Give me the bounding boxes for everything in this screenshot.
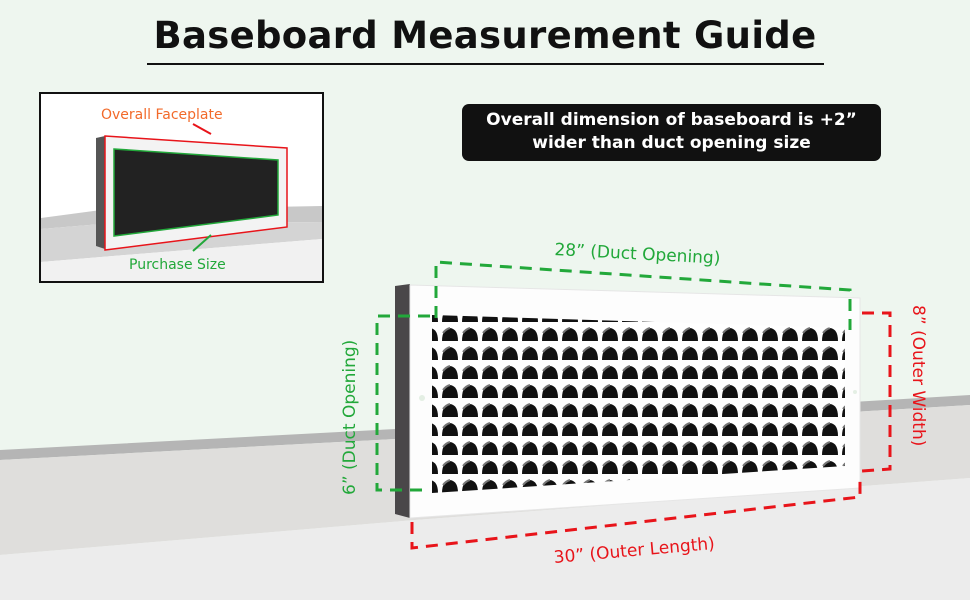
inset-diagram: Overall Faceplate Purchase Size: [39, 92, 324, 283]
note-line-2: wider than duct opening size: [532, 133, 811, 153]
inset-illustration: [41, 123, 322, 281]
note-line-1: Overall dimension of baseboard is +2”: [486, 110, 857, 130]
title-underline: [147, 63, 824, 65]
overall-faceplate-label: Overall Faceplate: [101, 107, 223, 123]
outer-width-label: 8” (Outer Width): [908, 305, 928, 447]
purchase-size-label: Purchase Size: [129, 257, 226, 273]
page-title: Baseboard Measurement Guide: [153, 14, 817, 57]
duct-height-label: 6” (Duct Opening): [340, 339, 360, 495]
info-note: Overall dimension of baseboard is +2” wi…: [462, 104, 881, 161]
